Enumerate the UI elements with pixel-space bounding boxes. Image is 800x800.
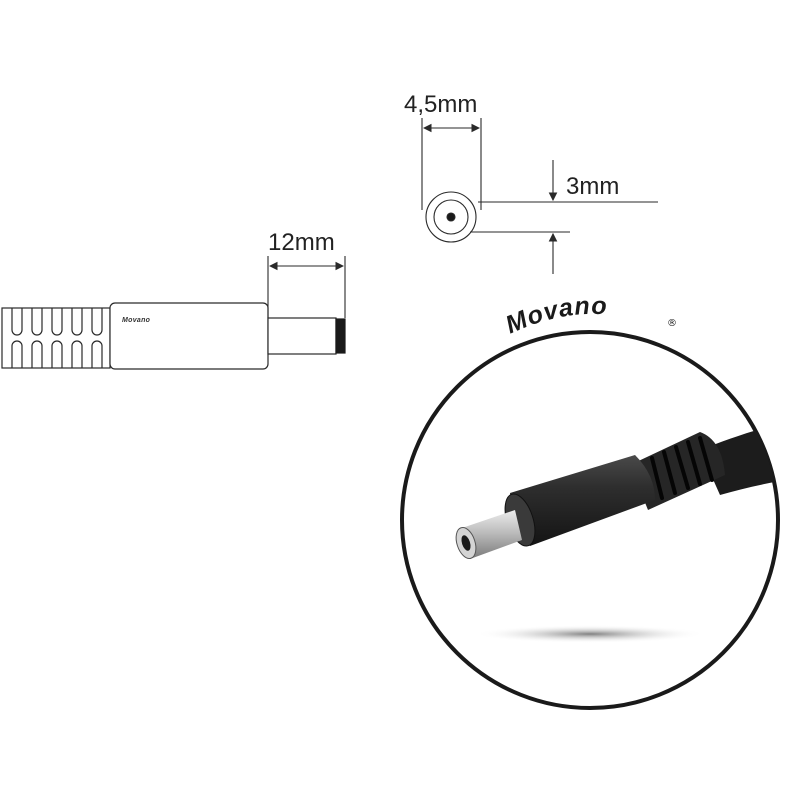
end-view-center-pin — [446, 212, 456, 222]
plug-barrel-outline — [267, 317, 337, 355]
registered-mark: ® — [667, 318, 677, 329]
outer-diameter-label: 4,5mm — [404, 91, 477, 118]
photo-strain-ribs — [650, 436, 714, 500]
end-view-inner-ring — [433, 199, 469, 235]
inner-diameter-label: 3mm — [566, 173, 619, 200]
end-view-drawing — [421, 118, 658, 274]
strain-relief-ribs — [11, 308, 103, 368]
small-brand-logo: Movano — [122, 317, 151, 324]
length-dimension — [267, 256, 346, 318]
end-view-outer-ring — [425, 191, 477, 243]
plug-shadow — [475, 625, 705, 643]
photo-barrel — [462, 510, 522, 559]
strain-relief — [1, 307, 111, 369]
plug-tip — [335, 318, 346, 354]
plug-body-outline — [109, 302, 269, 370]
photo-barrel-hole — [461, 535, 471, 551]
photo-plug-body — [510, 455, 655, 546]
side-view-drawing — [1, 302, 346, 370]
length-label: 12mm — [268, 229, 335, 256]
